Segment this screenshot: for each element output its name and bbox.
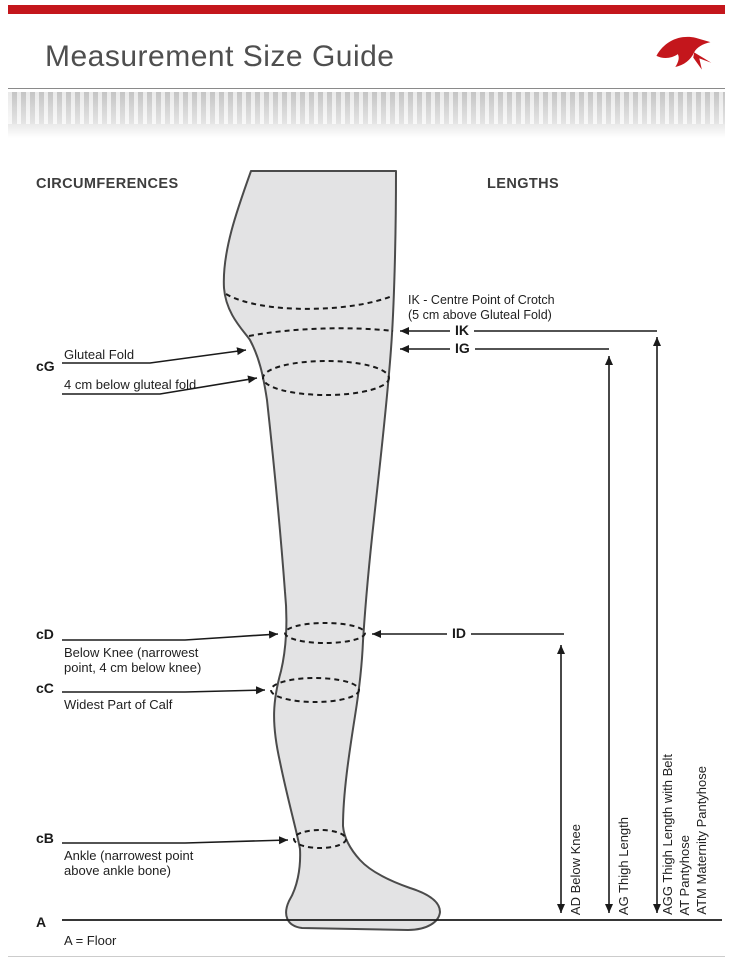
code-cD: cD [36, 626, 54, 642]
striped-band-fade [8, 124, 725, 138]
ik-note-line1: IK - Centre Point of Crotch [408, 293, 555, 307]
code-cB: cB [36, 830, 54, 846]
bottom-divider [8, 956, 725, 957]
page-title: Measurement Size Guide [45, 40, 395, 73]
code-cC: cC [36, 680, 54, 696]
circumference-arrows [62, 347, 289, 845]
label-ad-below-knee: AD Below Knee [568, 823, 583, 915]
lengths-heading: LENGTHS [487, 176, 560, 192]
label-below-knee-2: point, 4 cm below knee) [64, 660, 202, 675]
label-ankle-1: Ankle (narrowest point [64, 848, 194, 863]
length-arrows [372, 327, 661, 913]
measurement-dashes [225, 293, 394, 849]
label-agg-thigh-length-belt: AGG Thigh Length with Belt [660, 754, 675, 915]
label-gluteal-fold: Gluteal Fold [64, 347, 135, 362]
label-widest-calf: Widest Part of Calf [64, 697, 173, 712]
label-ag-thigh-length: AG Thigh Length [616, 816, 631, 915]
header-divider [8, 88, 725, 89]
label-below-gluteal-fold: 4 cm below gluteal fold [64, 377, 197, 392]
ik-note-line2: (5 cm above Gluteal Fold) [408, 308, 552, 322]
circumferences-heading: CIRCUMFERENCES [36, 176, 179, 192]
code-cG: cG [36, 358, 55, 374]
label-a-floor: A = Floor [64, 933, 117, 948]
code-IK: IK [450, 322, 474, 338]
label-atm-maternity-pantyhose: ATM Maternity Pantyhose [694, 766, 709, 915]
label-ankle-2: above ankle bone) [64, 863, 171, 878]
top-accent-bar [8, 5, 725, 14]
swallow-bird-logo [656, 36, 712, 70]
code-IG: IG [450, 340, 475, 356]
code-A: A [36, 914, 47, 930]
leg-silhouette [222, 170, 441, 931]
label-at-pantyhose: AT Pantyhose [677, 834, 692, 915]
striped-band [8, 92, 725, 124]
label-below-knee-1: Below Knee (narrowest [64, 645, 199, 660]
code-ID: ID [447, 625, 471, 641]
